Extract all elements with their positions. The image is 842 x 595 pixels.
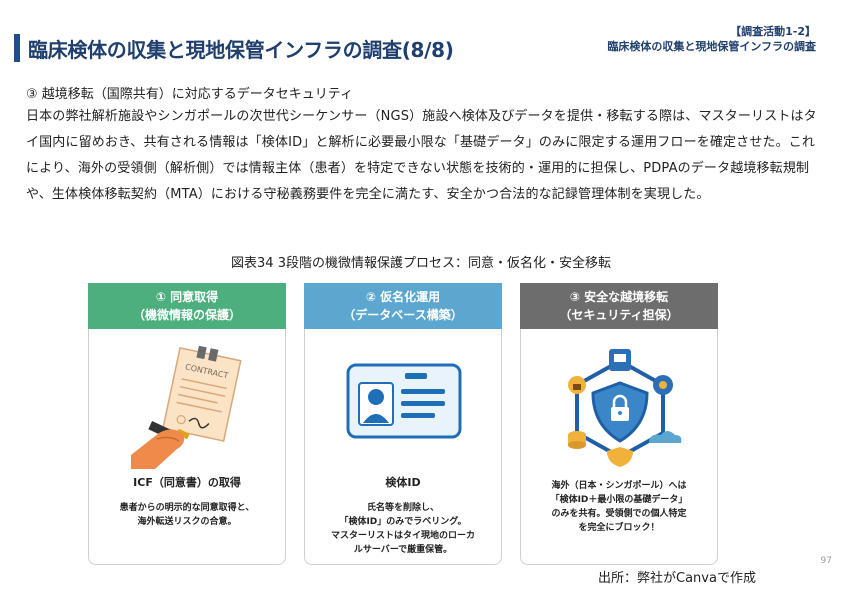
step-description-line: 海外（日本・シンガポール）へは	[551, 481, 687, 491]
step-description: 海外（日本・シンガポール）へは 「検体ID＋最小限の基礎データ」 のみを共有。受…	[525, 479, 713, 535]
section-body: 日本の弊社解析施設やシンガポールの次世代シーケンサー（NGS）施設へ検体及びデー…	[26, 109, 817, 202]
source-note: 出所：弊社がCanvaで作成	[598, 571, 756, 586]
step-description-line: 氏名等を削除し、	[366, 503, 439, 513]
figure-caption: 図表34 3段階の機微情報保護プロセス：同意・仮名化・安全移転	[231, 256, 611, 271]
step-column-secure-transfer: ③ 安全な越境移転 （セキュリティ担保）	[520, 283, 718, 565]
step-header-subtitle: （データベース構築）	[343, 308, 463, 322]
step-description: 患者からの明示的な同意取得と、 海外転送リスクの合意。	[93, 501, 281, 529]
step-caption: 検体ID	[385, 476, 421, 489]
step-description-line: 患者からの明示的な同意取得と、	[119, 503, 255, 513]
page-title: 臨床検体の収集と現地保管インフラの調査(8/8)	[28, 38, 454, 62]
step-description-line: のみを共有。受領側での個人特定	[551, 509, 687, 519]
step-header: ② 仮名化運用 （データベース構築）	[304, 283, 502, 329]
activity-tag: 【調査活動1-2】 臨床検体の収集と現地保管インフラの調査	[607, 24, 816, 54]
step-card: 検体ID 氏名等を削除し、 「検体ID」のみでラベリング。 マスターリストはタイ…	[304, 329, 502, 565]
step-header: ③ 安全な越境移転 （セキュリティ担保）	[520, 283, 718, 329]
title-accent-bar	[14, 34, 20, 62]
section-subheading: ③ 越境移転（国際共有）に対応するデータセキュリティ	[26, 87, 354, 102]
page-number: 97	[820, 556, 832, 566]
step-description-line: ルサーバーで厳重保管。	[353, 545, 453, 555]
step-description-line: を完全にブロック！	[578, 523, 660, 533]
step-caption: ICF（同意書）の取得	[133, 476, 241, 489]
step-description-line: 「検体ID」のみでラベリング。	[339, 517, 467, 527]
step-description-line: 「検体ID＋最小限の基礎データ」	[550, 495, 688, 505]
step-header-title: ③ 安全な越境移転	[569, 290, 669, 304]
step-description-line: マスターリストはタイ現地のローカ	[330, 531, 475, 541]
activity-tag-subtitle: 臨床検体の収集と現地保管インフラの調査	[607, 40, 816, 53]
step-description: 氏名等を削除し、 「検体ID」のみでラベリング。 マスターリストはタイ現地のロー…	[309, 501, 497, 557]
id-card-icon	[305, 343, 501, 469]
step-header-title: ① 同意取得	[155, 290, 219, 304]
step-header-subtitle: （機微情報の保護）	[132, 308, 241, 322]
activity-tag-label: 【調査活動1-2】	[730, 25, 816, 38]
step-header-subtitle: （セキュリティ担保）	[559, 308, 679, 322]
step-card: CONTRACT ICF（同意書）の取得 患者からの明示的な同意取得と、 海外転…	[88, 329, 286, 565]
step-header-title: ② 仮名化運用	[365, 290, 441, 304]
step-column-pseudonymization: ② 仮名化運用 （データベース構築） 検体ID 氏名等を削除し、 「検体ID」の…	[304, 283, 502, 565]
security-shield-network-icon	[521, 343, 717, 469]
step-description-line: 海外転送リスクの合意。	[137, 517, 237, 527]
contract-signing-icon: CONTRACT	[89, 343, 285, 469]
step-column-consent: ① 同意取得 （機微情報の保護） CONTRACT	[88, 283, 286, 565]
step-header: ① 同意取得 （機微情報の保護）	[88, 283, 286, 329]
step-card: 海外（日本・シンガポール）へは 「検体ID＋最小限の基礎データ」 のみを共有。受…	[520, 329, 718, 565]
